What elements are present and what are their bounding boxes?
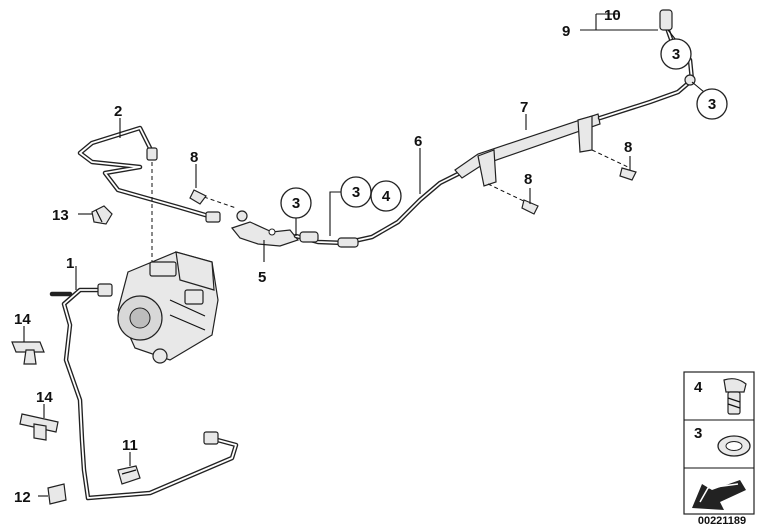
legend-item-banjo-bolt[interactable]: 4 — [694, 378, 747, 415]
bracket-part-5[interactable] — [230, 210, 300, 247]
clip-part-12[interactable] — [47, 483, 67, 505]
callout-8-right: 8 — [624, 139, 632, 156]
callout-7: 7 — [520, 99, 528, 116]
bolt-part-8-a[interactable] — [189, 189, 207, 205]
callout-3-circle-pair: 3 — [340, 176, 372, 208]
callout-1: 1 — [66, 255, 74, 272]
brake-line-part-2[interactable] — [77, 125, 221, 223]
callout-10: 10 — [604, 7, 621, 24]
svg-text:3: 3 — [694, 425, 702, 442]
svg-text:3: 3 — [352, 184, 360, 201]
clip-part-13[interactable] — [91, 205, 113, 225]
callout-11: 11 — [122, 437, 138, 454]
callout-14-upper: 14 — [14, 311, 31, 328]
svg-text:4: 4 — [694, 379, 703, 396]
leader-lines — [23, 13, 705, 497]
callout-9: 9 — [562, 23, 570, 40]
callout-2: 2 — [114, 103, 122, 120]
callout-6: 6 — [414, 133, 422, 150]
abs-hydraulic-unit[interactable] — [117, 251, 219, 364]
legend-item-sealing-ring[interactable]: 3 — [694, 425, 751, 457]
brake-hose-part-6[interactable] — [293, 169, 465, 248]
legend-arrow-icon — [692, 480, 746, 510]
clip-part-14-a[interactable] — [11, 341, 45, 365]
callout-3-circle-right: 3 — [696, 88, 728, 120]
svg-text:3: 3 — [672, 46, 680, 63]
callout-12: 12 — [14, 489, 31, 506]
callout-8-middle: 8 — [524, 171, 532, 188]
callout-8-left: 8 — [190, 149, 198, 166]
callout-13: 13 — [52, 207, 69, 224]
callout-4-circle-pair: 4 — [370, 180, 402, 212]
diagram-reference-number: 00221189 — [698, 515, 746, 527]
brake-line-part-1[interactable] — [49, 283, 239, 501]
bolt-part-8-b[interactable] — [521, 199, 539, 215]
callout-5: 5 — [258, 269, 266, 286]
parts-legend: 4 3 — [683, 371, 755, 515]
callout-3-circle-center: 3 — [280, 187, 312, 219]
callout-14-lower: 14 — [36, 389, 53, 406]
callout-3-circle-upper-right: 3 — [660, 38, 692, 70]
svg-text:3: 3 — [292, 195, 300, 212]
svg-text:3: 3 — [708, 96, 716, 113]
svg-text:4: 4 — [382, 188, 391, 205]
clip-part-11[interactable] — [117, 465, 141, 485]
clip-part-14-b[interactable] — [19, 413, 59, 441]
protective-sleeve-part-7[interactable] — [454, 9, 696, 187]
bolt-part-8-c[interactable] — [619, 167, 637, 181]
